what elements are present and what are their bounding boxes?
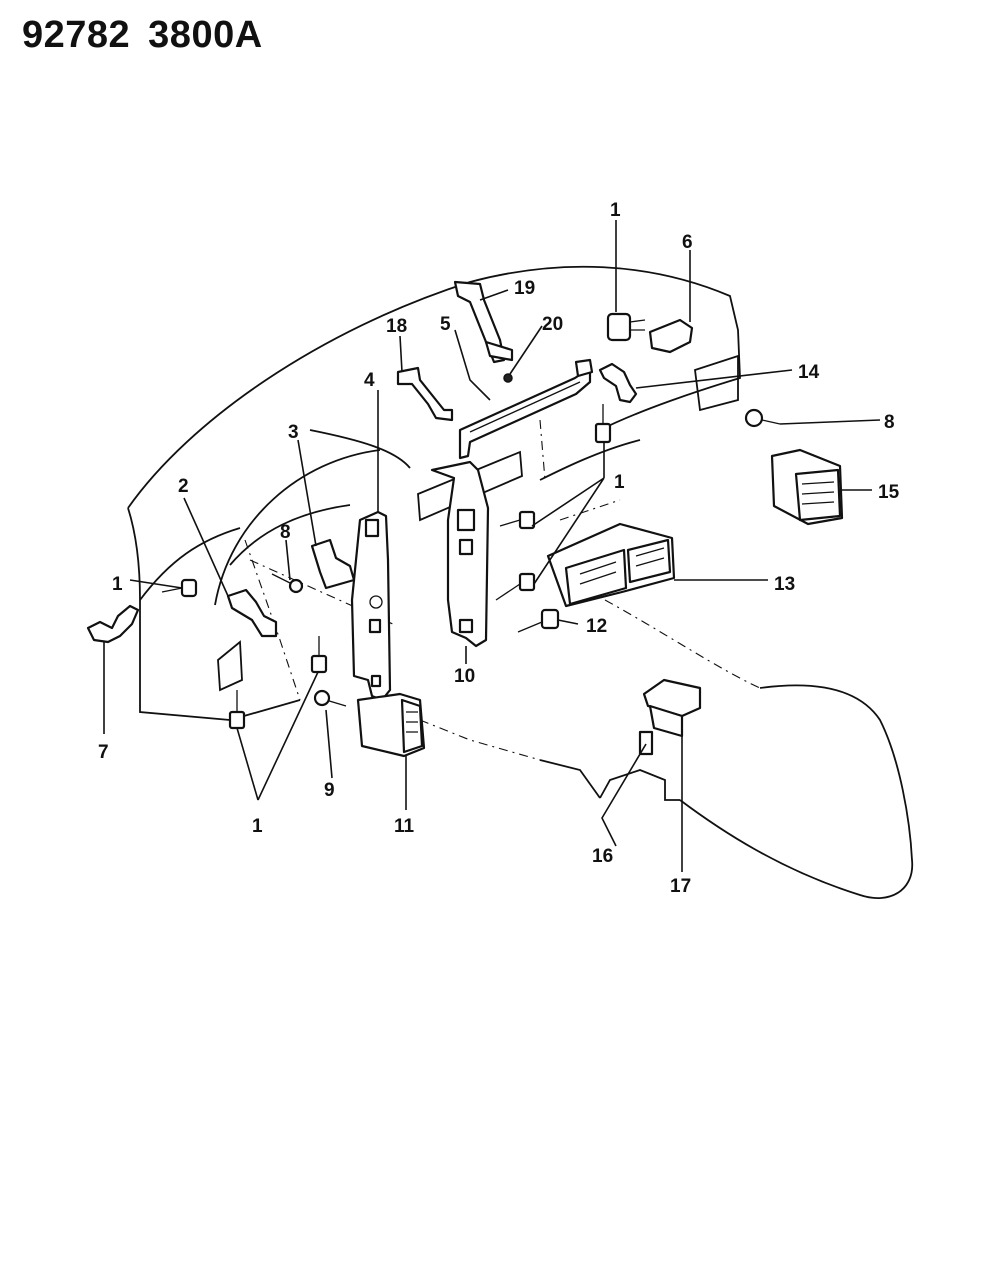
callout-2: 2	[178, 476, 189, 497]
callout-20: 20	[542, 314, 563, 335]
callout-15: 15	[878, 482, 900, 503]
group-code: 3800A	[148, 14, 263, 56]
console-box	[638, 678, 702, 756]
callout-9: 9	[324, 780, 335, 801]
left-upper-bracket	[396, 366, 454, 422]
callout-13: 13	[774, 574, 795, 595]
callout-7: 7	[98, 742, 109, 763]
callout-14: 14	[798, 362, 820, 383]
fasteners	[161, 404, 781, 730]
left-vent	[356, 692, 426, 758]
left-end-bracket	[226, 588, 278, 638]
callout-8-left: 8	[280, 522, 291, 543]
callout-16: 16	[592, 846, 613, 867]
callout-10: 10	[454, 666, 475, 687]
side-duct	[86, 604, 140, 644]
cluster-bracket	[310, 538, 356, 590]
diagram-header: 92782 3800A	[22, 14, 281, 57]
upper-right-mount	[606, 312, 694, 354]
callout-17: 17	[670, 876, 691, 897]
upper-center-bracket	[453, 280, 514, 383]
right-vent	[770, 448, 844, 526]
center-reinforcement	[458, 358, 594, 460]
callout-3: 3	[288, 422, 299, 443]
center-vent	[546, 522, 676, 608]
leader-lines	[103, 220, 881, 872]
callout-1-top: 1	[610, 200, 621, 221]
callout-18: 18	[386, 316, 407, 337]
instrument-panel-outline	[127, 265, 913, 899]
callout-1-left: 1	[112, 574, 123, 595]
callout-labels: 1 1 1 1 2 3 4 5 6 7 8 8 9 10 11 12 13 14…	[98, 200, 900, 897]
callout-1-bottom: 1	[252, 816, 263, 837]
callout-4: 4	[364, 370, 375, 391]
callout-12: 12	[586, 616, 607, 637]
callout-5: 5	[440, 314, 451, 335]
center-stay	[430, 460, 490, 648]
callout-11: 11	[394, 816, 415, 837]
callout-6: 6	[682, 232, 693, 253]
callout-8-right: 8	[884, 412, 895, 433]
drawing-number: 92782	[22, 14, 131, 56]
callout-1-center: 1	[614, 472, 625, 493]
callout-19: 19	[514, 278, 535, 299]
right-upper-bracket	[598, 362, 638, 404]
left-support-bracket	[350, 510, 392, 702]
